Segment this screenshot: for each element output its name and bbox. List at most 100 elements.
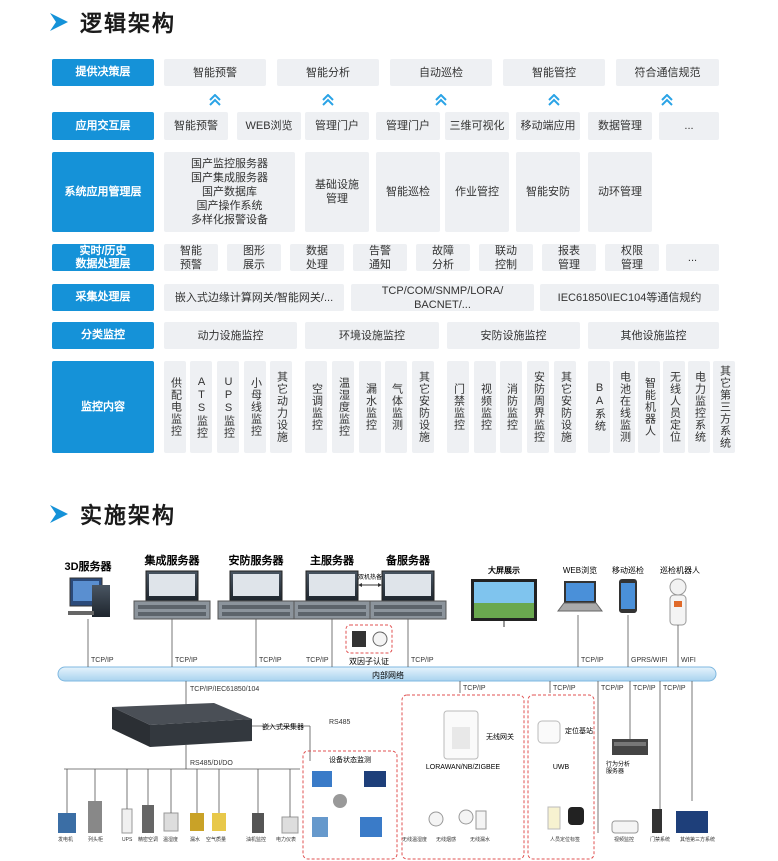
interaction-cell: 三维可视化 <box>445 112 509 140</box>
svg-text:TCP/IP: TCP/IP <box>581 657 604 664</box>
monitor-cell: 其它安防设施 <box>554 361 576 453</box>
monitor-cell: 其它第三方系统 <box>713 361 735 453</box>
sysmgmt-cell: 基础设施管理 <box>305 152 369 232</box>
gateway-label: 嵌入式采集器 <box>262 722 304 731</box>
monitor-cell: 消防监控 <box>500 361 522 453</box>
layer-label-classify: 分类监控 <box>52 322 154 349</box>
svg-text:WIFI: WIFI <box>681 657 696 664</box>
embedded-gateway: 嵌入式采集器 <box>112 703 304 747</box>
device-label: 精密空调 <box>138 836 158 843</box>
server-3d-label: 3D服务器 <box>64 559 112 573</box>
svg-text:RS485: RS485 <box>329 719 351 726</box>
data-cell: 联动控制 <box>479 244 533 271</box>
data-cell: ... <box>666 244 719 271</box>
layer-label-decision: 提供决策层 <box>52 59 154 86</box>
monitor-cell: BA系统 <box>588 361 610 453</box>
mobile-label: 移动巡检 <box>612 565 644 575</box>
server-main: 主服务器 <box>293 553 371 620</box>
device-label: 无线温湿度 <box>402 836 427 843</box>
device-drop-lines <box>66 769 291 817</box>
svg-text:TCP/IP: TCP/IP <box>259 657 282 664</box>
implementation-section-title: 实施架构 <box>48 498 176 530</box>
svg-text:TCP/IP: TCP/IP <box>91 657 114 664</box>
layer-label-collect: 采集处理层 <box>52 284 154 311</box>
device-label: 空气质量 <box>206 836 226 843</box>
monitor-cell: 电池在线监测 <box>613 361 635 453</box>
interaction-cell: 管理门户 <box>305 112 369 140</box>
interaction-cell: 数据管理 <box>588 112 652 140</box>
decision-cell: 符合通信规范 <box>616 59 719 86</box>
layer-label-monitor: 监控内容 <box>52 361 154 453</box>
classify-cell: 安防设施监控 <box>447 322 580 349</box>
device-label: 无线漏水 <box>470 836 490 843</box>
svg-text:定位基站: 定位基站 <box>565 726 593 735</box>
device-row <box>58 801 708 834</box>
svg-text:TCP/IP: TCP/IP <box>663 685 686 692</box>
decision-cell: 智能管控 <box>503 59 605 86</box>
svg-text:GPRS/WIFI: GPRS/WIFI <box>631 657 668 664</box>
data-cell: 数据处理 <box>290 244 344 271</box>
monitor-cell: ATS监控 <box>190 361 212 453</box>
monitor-cell: UPS监控 <box>217 361 239 453</box>
svg-text:LORAWAN/NB/ZIGBEE: LORAWAN/NB/ZIGBEE <box>426 764 500 771</box>
monitor-cell: 供配电监控 <box>164 361 186 453</box>
device-label: 油机监控 <box>246 836 266 843</box>
behavior-analysis-server: 行为分析服务器 <box>606 739 648 775</box>
device-label: 漏水 <box>190 836 200 843</box>
interaction-cell: ... <box>659 112 719 140</box>
interaction-cell: 管理门户 <box>376 112 440 140</box>
svg-text:UWB: UWB <box>553 764 570 771</box>
chevron-up-icon <box>322 94 334 106</box>
monitor-cell: 小母线监控 <box>244 361 266 453</box>
device-label: 无线烟感 <box>436 836 456 843</box>
server-integration-label: 集成服务器 <box>144 553 201 567</box>
implementation-diagram: 3D服务器 集成服务器 安防服务器 主服务器 备服务器 双机热备 双因子认证 大… <box>57 553 717 860</box>
classify-cell: 环境设施监控 <box>305 322 439 349</box>
top-links <box>87 615 679 667</box>
data-cell: 权限管理 <box>605 244 659 271</box>
server-main-label: 主服务器 <box>310 553 355 567</box>
device-label: 电力仪表 <box>276 836 296 843</box>
dual-factor-label: 双因子认证 <box>349 656 389 666</box>
layer-label-data: 实时/历史数据处理层 <box>52 244 154 271</box>
svg-text:TCP/IP: TCP/IP <box>411 657 434 664</box>
server-security-label: 安防服务器 <box>229 553 285 567</box>
decision-cell: 智能分析 <box>277 59 379 86</box>
interaction-cell: WEB浏览 <box>237 112 301 140</box>
device-label: 列头柜 <box>88 836 103 843</box>
layer-label-interaction: 应用交互层 <box>52 112 154 140</box>
monitor-cell: 安防周界监控 <box>527 361 549 453</box>
device-label: 人员定位标签 <box>550 836 580 843</box>
decision-cell: 自动巡检 <box>390 59 492 86</box>
monitor-cell: 气体监测 <box>385 361 407 453</box>
data-cell: 图形展示 <box>227 244 281 271</box>
layer-label-sysmgmt: 系统应用管理层 <box>52 152 154 232</box>
server-backup-label: 备服务器 <box>385 553 431 567</box>
collect-cell: 嵌入式边缘计算网关/智能网关/... <box>164 284 344 311</box>
device-label: 门禁系统 <box>650 836 670 843</box>
network-label: 内部网络 <box>372 670 404 680</box>
interaction-cell: 智能预警 <box>164 112 228 140</box>
monitor-cell: 其它动力设施 <box>270 361 292 453</box>
robot-label: 巡检机器人 <box>660 565 700 575</box>
svg-text:TCP/IP: TCP/IP <box>633 685 656 692</box>
device-label: 温湿度 <box>163 836 178 843</box>
server-backup: 备服务器 <box>369 553 447 620</box>
monitor-cell: 视频监控 <box>474 361 496 453</box>
chevron-up-icon <box>209 94 221 106</box>
title-arrow-icon <box>50 13 68 31</box>
svg-text:设备状态监测: 设备状态监测 <box>329 755 371 764</box>
decision-cell: 智能预警 <box>164 59 266 86</box>
sysmgmt-cell: 动环管理 <box>588 152 652 232</box>
dual-factor-auth: 双因子认证 <box>345 624 393 666</box>
svg-text:无线网关: 无线网关 <box>486 732 514 741</box>
data-cell: 故障分析 <box>416 244 470 271</box>
logical-section-title: 逻辑架构 <box>48 6 176 38</box>
client-robot: 巡检机器人 <box>660 565 700 626</box>
wireless-box: 无线网关 LORAWAN/NB/ZIGBEE <box>401 694 525 860</box>
device-label: 其他第三方系统 <box>680 836 715 843</box>
svg-text:TCP/IP: TCP/IP <box>306 657 329 664</box>
sysmgmt-cell: 国产监控服务器国产集成服务器国产数据库国产操作系统多样化报警设备 <box>164 152 295 232</box>
chevron-up-icon <box>435 94 447 106</box>
